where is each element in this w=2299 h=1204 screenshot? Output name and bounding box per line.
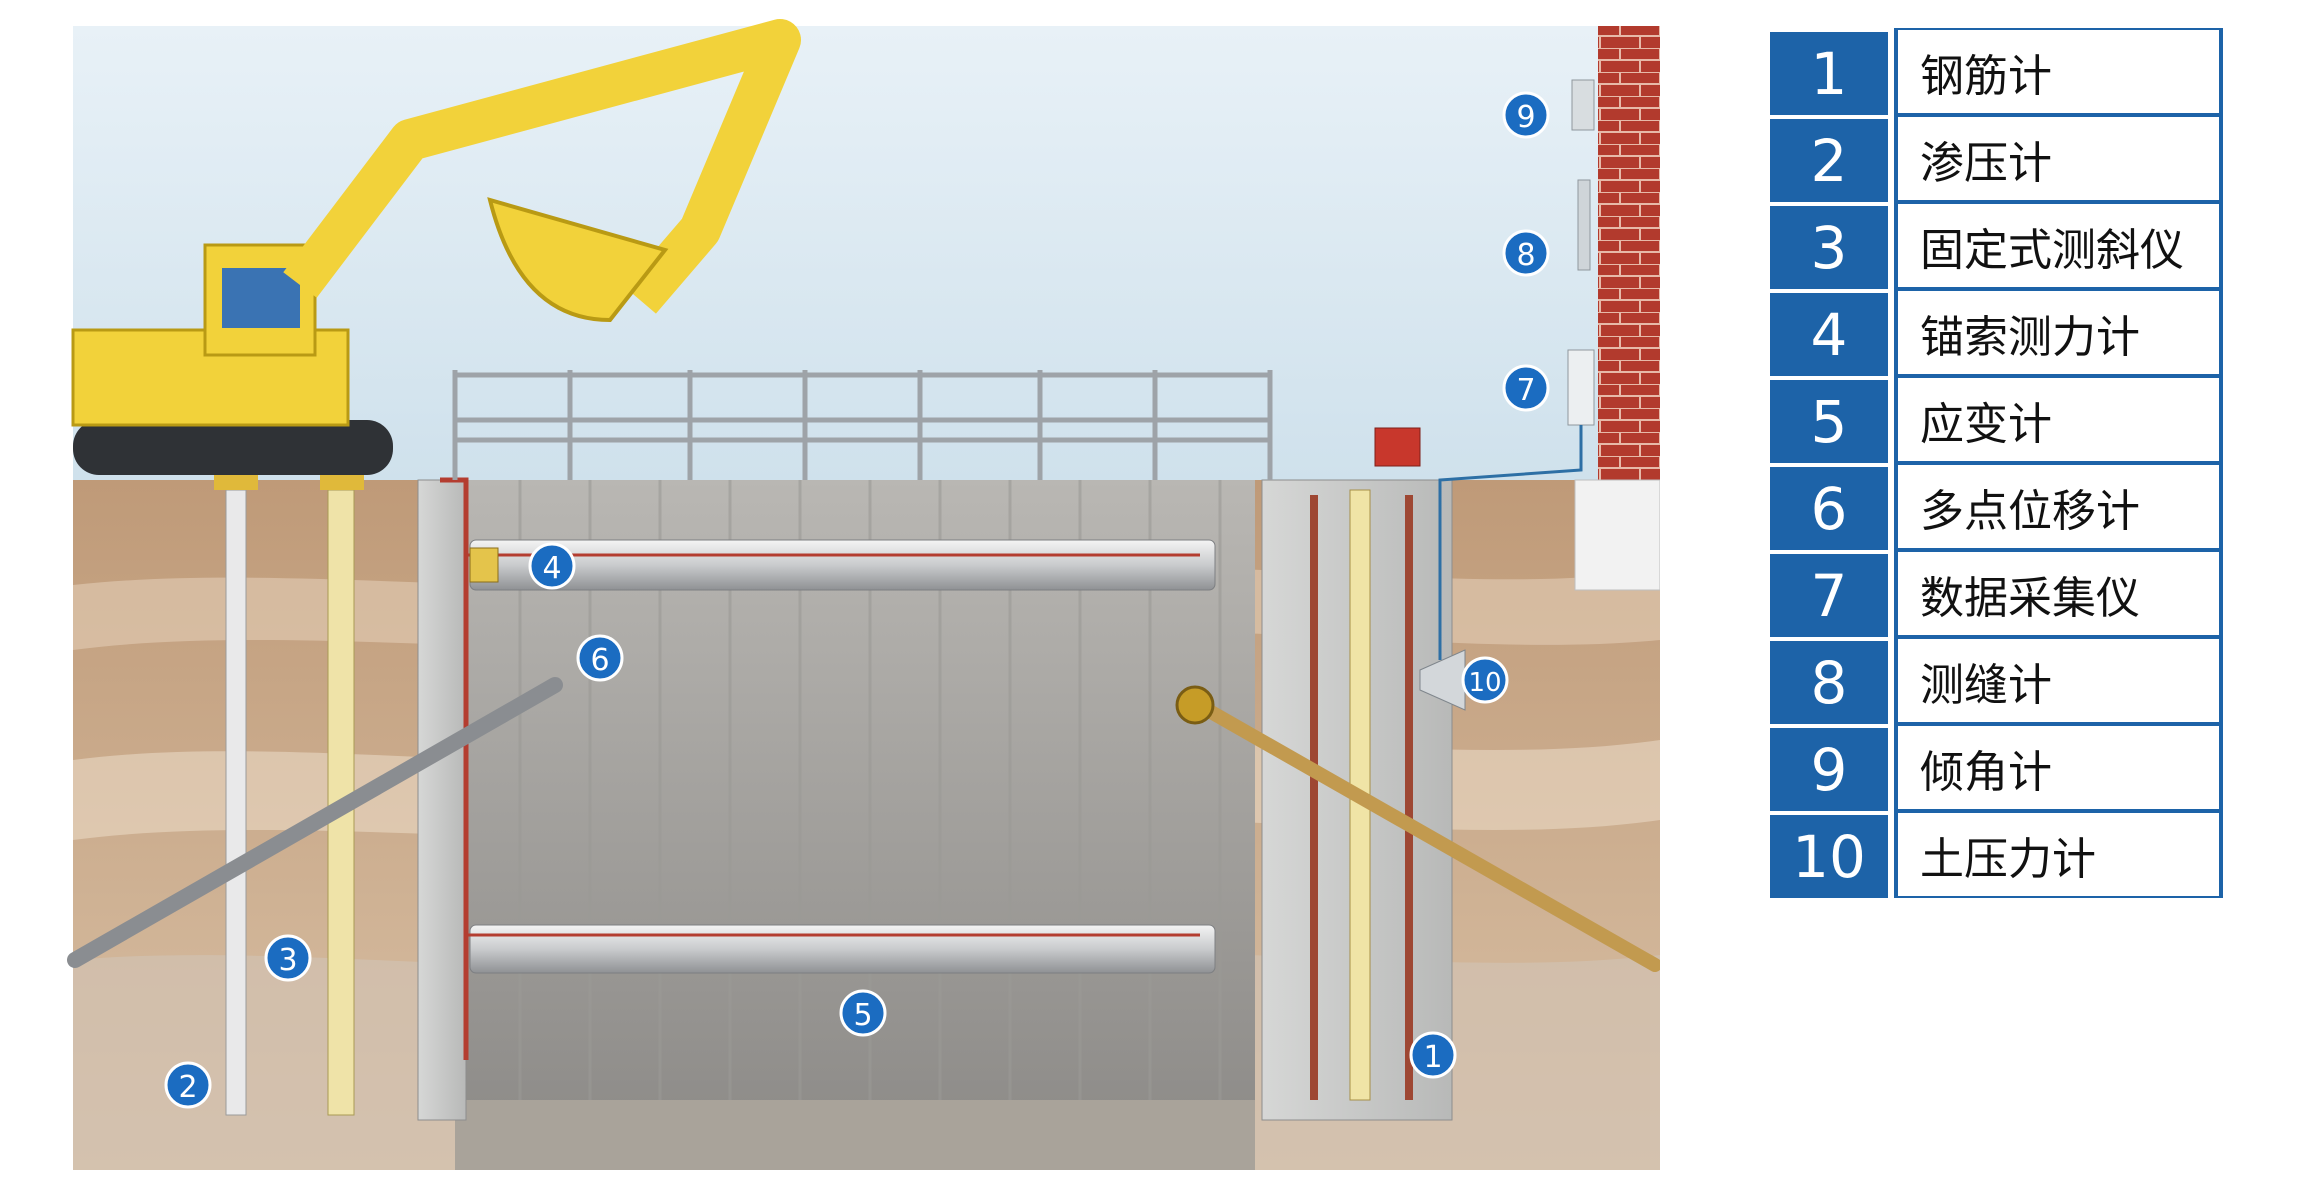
anchor-head xyxy=(1175,685,1215,725)
cable-red xyxy=(466,553,1200,937)
marker-7: 7 xyxy=(1502,364,1550,412)
marker-4-label: 4 xyxy=(542,551,561,586)
borehole-cap xyxy=(214,472,258,490)
earth-pressure-cell xyxy=(1419,649,1466,711)
sensor-legend: 1 钢筋计 2 渗压计 3 固定式测斜仪 4 锚索测力计 5 应变计 6 多点位… xyxy=(1770,28,2223,898)
legend-number: 6 xyxy=(1770,463,1888,550)
legend-name: 测缝计 xyxy=(1894,637,2223,724)
legend-number: 3 xyxy=(1770,202,1888,289)
marker-5-label: 5 xyxy=(853,998,872,1033)
left-retaining-wall xyxy=(417,479,467,1121)
marker-5: 5 xyxy=(839,989,887,1037)
lower-strut xyxy=(469,924,1216,974)
legend-name: 多点位移计 xyxy=(1894,463,2223,550)
excavation-monitoring-diagram: 1 2 3 4 5 6 7 8 9 10 xyxy=(67,19,1660,1170)
anchor-cable xyxy=(1183,693,1660,972)
legend-number: 5 xyxy=(1770,376,1888,463)
legend-number: 2 xyxy=(1770,115,1888,202)
guard-rail xyxy=(452,370,1273,480)
marker-2-label: 2 xyxy=(178,1070,197,1105)
legend-number: 9 xyxy=(1770,724,1888,811)
marker-9: 9 xyxy=(1502,91,1550,139)
anchor-load-cell xyxy=(469,547,499,583)
marker-8: 8 xyxy=(1502,229,1550,277)
rebar-line xyxy=(1405,495,1413,1100)
extensometer-rod xyxy=(67,677,563,968)
brick-building xyxy=(1598,26,1660,480)
legend-name: 渗压计 xyxy=(1894,115,2223,202)
marker-10-label: 10 xyxy=(1468,668,1501,698)
excavator xyxy=(71,19,801,475)
pit-floor xyxy=(455,1100,1255,1170)
crack-meter xyxy=(1577,179,1591,271)
legend-number: 1 xyxy=(1770,28,1888,115)
legend-number: 8 xyxy=(1770,637,1888,724)
marker-9-label: 9 xyxy=(1516,100,1535,135)
cable-blue xyxy=(1438,425,1583,660)
marker-2: 2 xyxy=(164,1061,212,1109)
legend-number: 7 xyxy=(1770,550,1888,637)
marker-3: 3 xyxy=(264,934,312,982)
upper-strut xyxy=(469,539,1216,591)
marker-10: 10 xyxy=(1461,656,1509,704)
data-logger-box xyxy=(1567,349,1595,426)
marker-6: 6 xyxy=(576,634,624,682)
borehole-cap xyxy=(320,472,364,490)
legend-number: 10 xyxy=(1770,811,1888,898)
piezometer-borehole xyxy=(225,489,247,1116)
legend-name: 倾角计 xyxy=(1894,724,2223,811)
marker-7-label: 7 xyxy=(1516,373,1535,408)
legend-name: 锚索测力计 xyxy=(1894,289,2223,376)
marker-1-label: 1 xyxy=(1423,1040,1442,1075)
legend-name: 钢筋计 xyxy=(1894,28,2223,115)
legend-number: 4 xyxy=(1770,289,1888,376)
rebar-line xyxy=(1310,495,1318,1100)
legend-name: 固定式测斜仪 xyxy=(1894,202,2223,289)
marker-1: 1 xyxy=(1409,1031,1457,1079)
marker-8-label: 8 xyxy=(1516,238,1535,273)
marker-4: 4 xyxy=(528,542,576,590)
cable-red xyxy=(440,477,469,1060)
building-foundation xyxy=(1574,479,1660,591)
legend-name: 数据采集仪 xyxy=(1894,550,2223,637)
surface-readout xyxy=(1374,427,1421,467)
legend-name: 土压力计 xyxy=(1894,811,2223,898)
legend-name: 应变计 xyxy=(1894,376,2223,463)
tiltmeter xyxy=(1571,79,1595,131)
marker-6-label: 6 xyxy=(590,643,609,678)
marker-3-label: 3 xyxy=(278,943,297,978)
